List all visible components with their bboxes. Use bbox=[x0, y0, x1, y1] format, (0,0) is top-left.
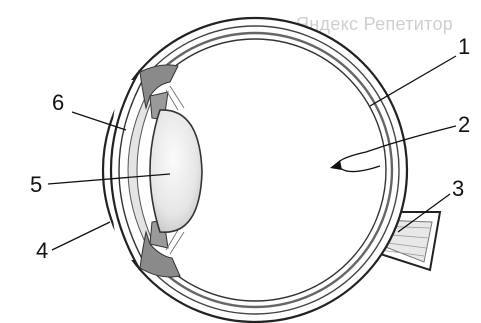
label-1: 1 bbox=[458, 34, 470, 59]
label-5: 5 bbox=[30, 172, 42, 197]
watermark-text: Яндекс Репетитор bbox=[296, 14, 453, 34]
label-4: 4 bbox=[36, 238, 48, 263]
label-3: 3 bbox=[452, 176, 464, 201]
label-6: 6 bbox=[52, 90, 64, 115]
leader-line-4 bbox=[52, 222, 110, 250]
leader-line-1 bbox=[370, 56, 456, 106]
label-2: 2 bbox=[458, 112, 470, 137]
